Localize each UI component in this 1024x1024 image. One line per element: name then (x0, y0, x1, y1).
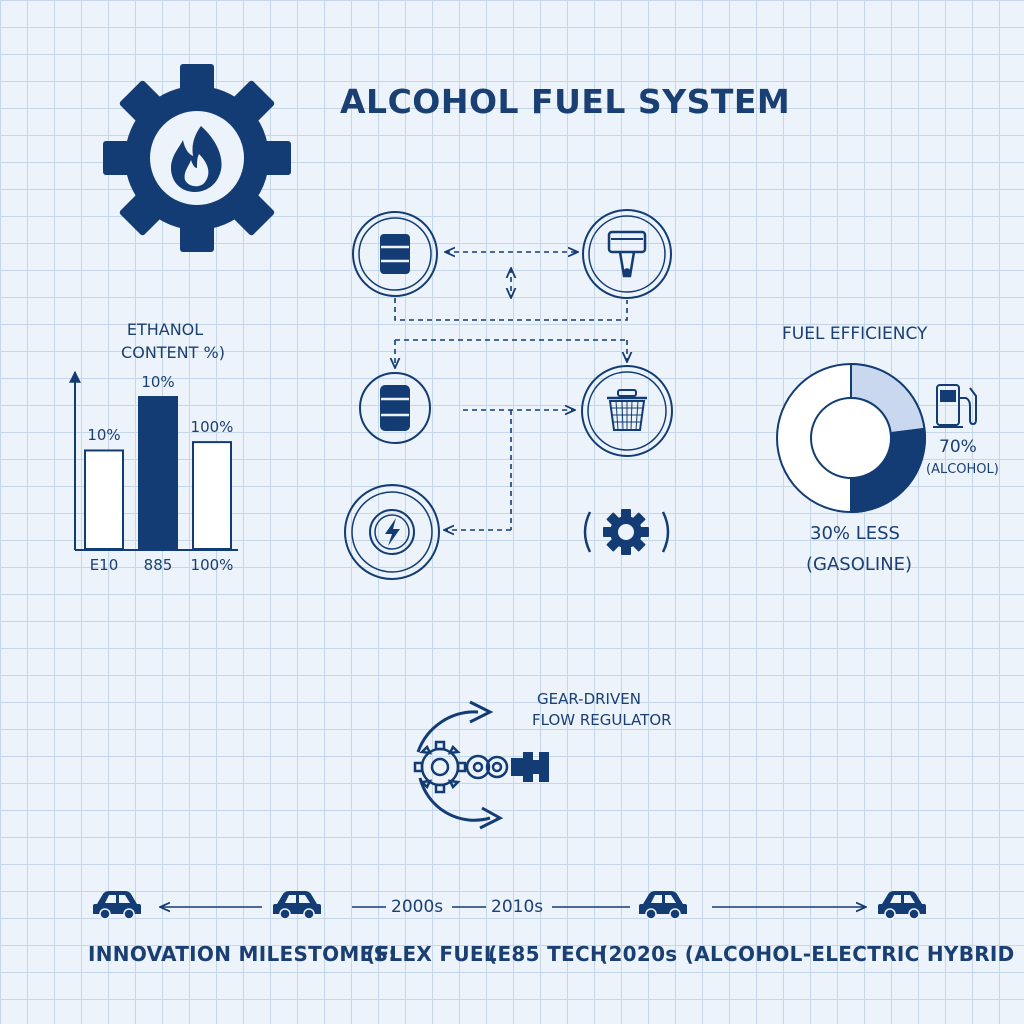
gear-regulator-icon (413, 700, 549, 830)
bar-category-label: 100% (190, 556, 234, 574)
slice-gasoline-sublabel: (GASOLINE) (806, 554, 913, 575)
bar-value-label: 100% (190, 418, 234, 437)
fuel-pump-icon (933, 384, 977, 428)
bar-1 (138, 396, 178, 550)
donut-hole (810, 397, 892, 479)
piston-icon (582, 209, 672, 299)
car-icon (93, 891, 141, 920)
fuel-filter-icon (581, 365, 673, 457)
milestone-flex-fuel: (FLEX FUEL (366, 942, 497, 966)
car-icon (273, 891, 321, 920)
milestone-e85-tech: (E85 TECH (488, 942, 608, 966)
milestones-heading: INNOVATION MILESTOMES: (88, 942, 397, 966)
bar-value-label: 10% (87, 426, 121, 445)
car-icon (878, 891, 926, 920)
page-title: ALCOHOL FUEL SYSTEM (340, 82, 791, 121)
slice-alcohol-label: 70% (939, 437, 977, 457)
gear-flame-icon (103, 64, 291, 252)
electric-pump-icon (344, 484, 440, 580)
fuel-barrel-icon (352, 211, 438, 297)
bar-category-label: 885 (143, 556, 173, 574)
ethanol-bar-chart (69, 370, 238, 551)
fuel-drum-icon (359, 372, 431, 444)
timeline-period-2000s: 2000s (391, 897, 444, 917)
bar-2 (192, 441, 232, 550)
car-icon (639, 891, 687, 920)
timeline-period-2010s: 2010s (491, 897, 544, 917)
gear-icon (583, 509, 670, 555)
milestone-hybrid: (2020s (ALCOHOL-ELECTRIC HYBRID (599, 942, 1015, 966)
donut-chart-title: FUEL EFFICIENCY (782, 324, 928, 344)
bar-chart-title-line2: CONTENT %) (121, 343, 225, 362)
slice-gasoline-label: 30% LESS (810, 523, 900, 544)
regulator-label-line2: FLOW REGULATOR (532, 711, 672, 729)
bar-category-label: E10 (89, 556, 119, 574)
efficiency-donut-chart (776, 362, 977, 514)
slice-alcohol-sublabel: (ALCOHOL) (926, 462, 999, 477)
regulator-label-line1: GEAR-DRIVEN (537, 690, 641, 708)
bar-chart-title-line1: ETHANOL (126, 320, 204, 339)
bar-value-label: 10% (141, 373, 175, 392)
flow-connectors (395, 252, 627, 530)
bar-0 (84, 449, 124, 550)
